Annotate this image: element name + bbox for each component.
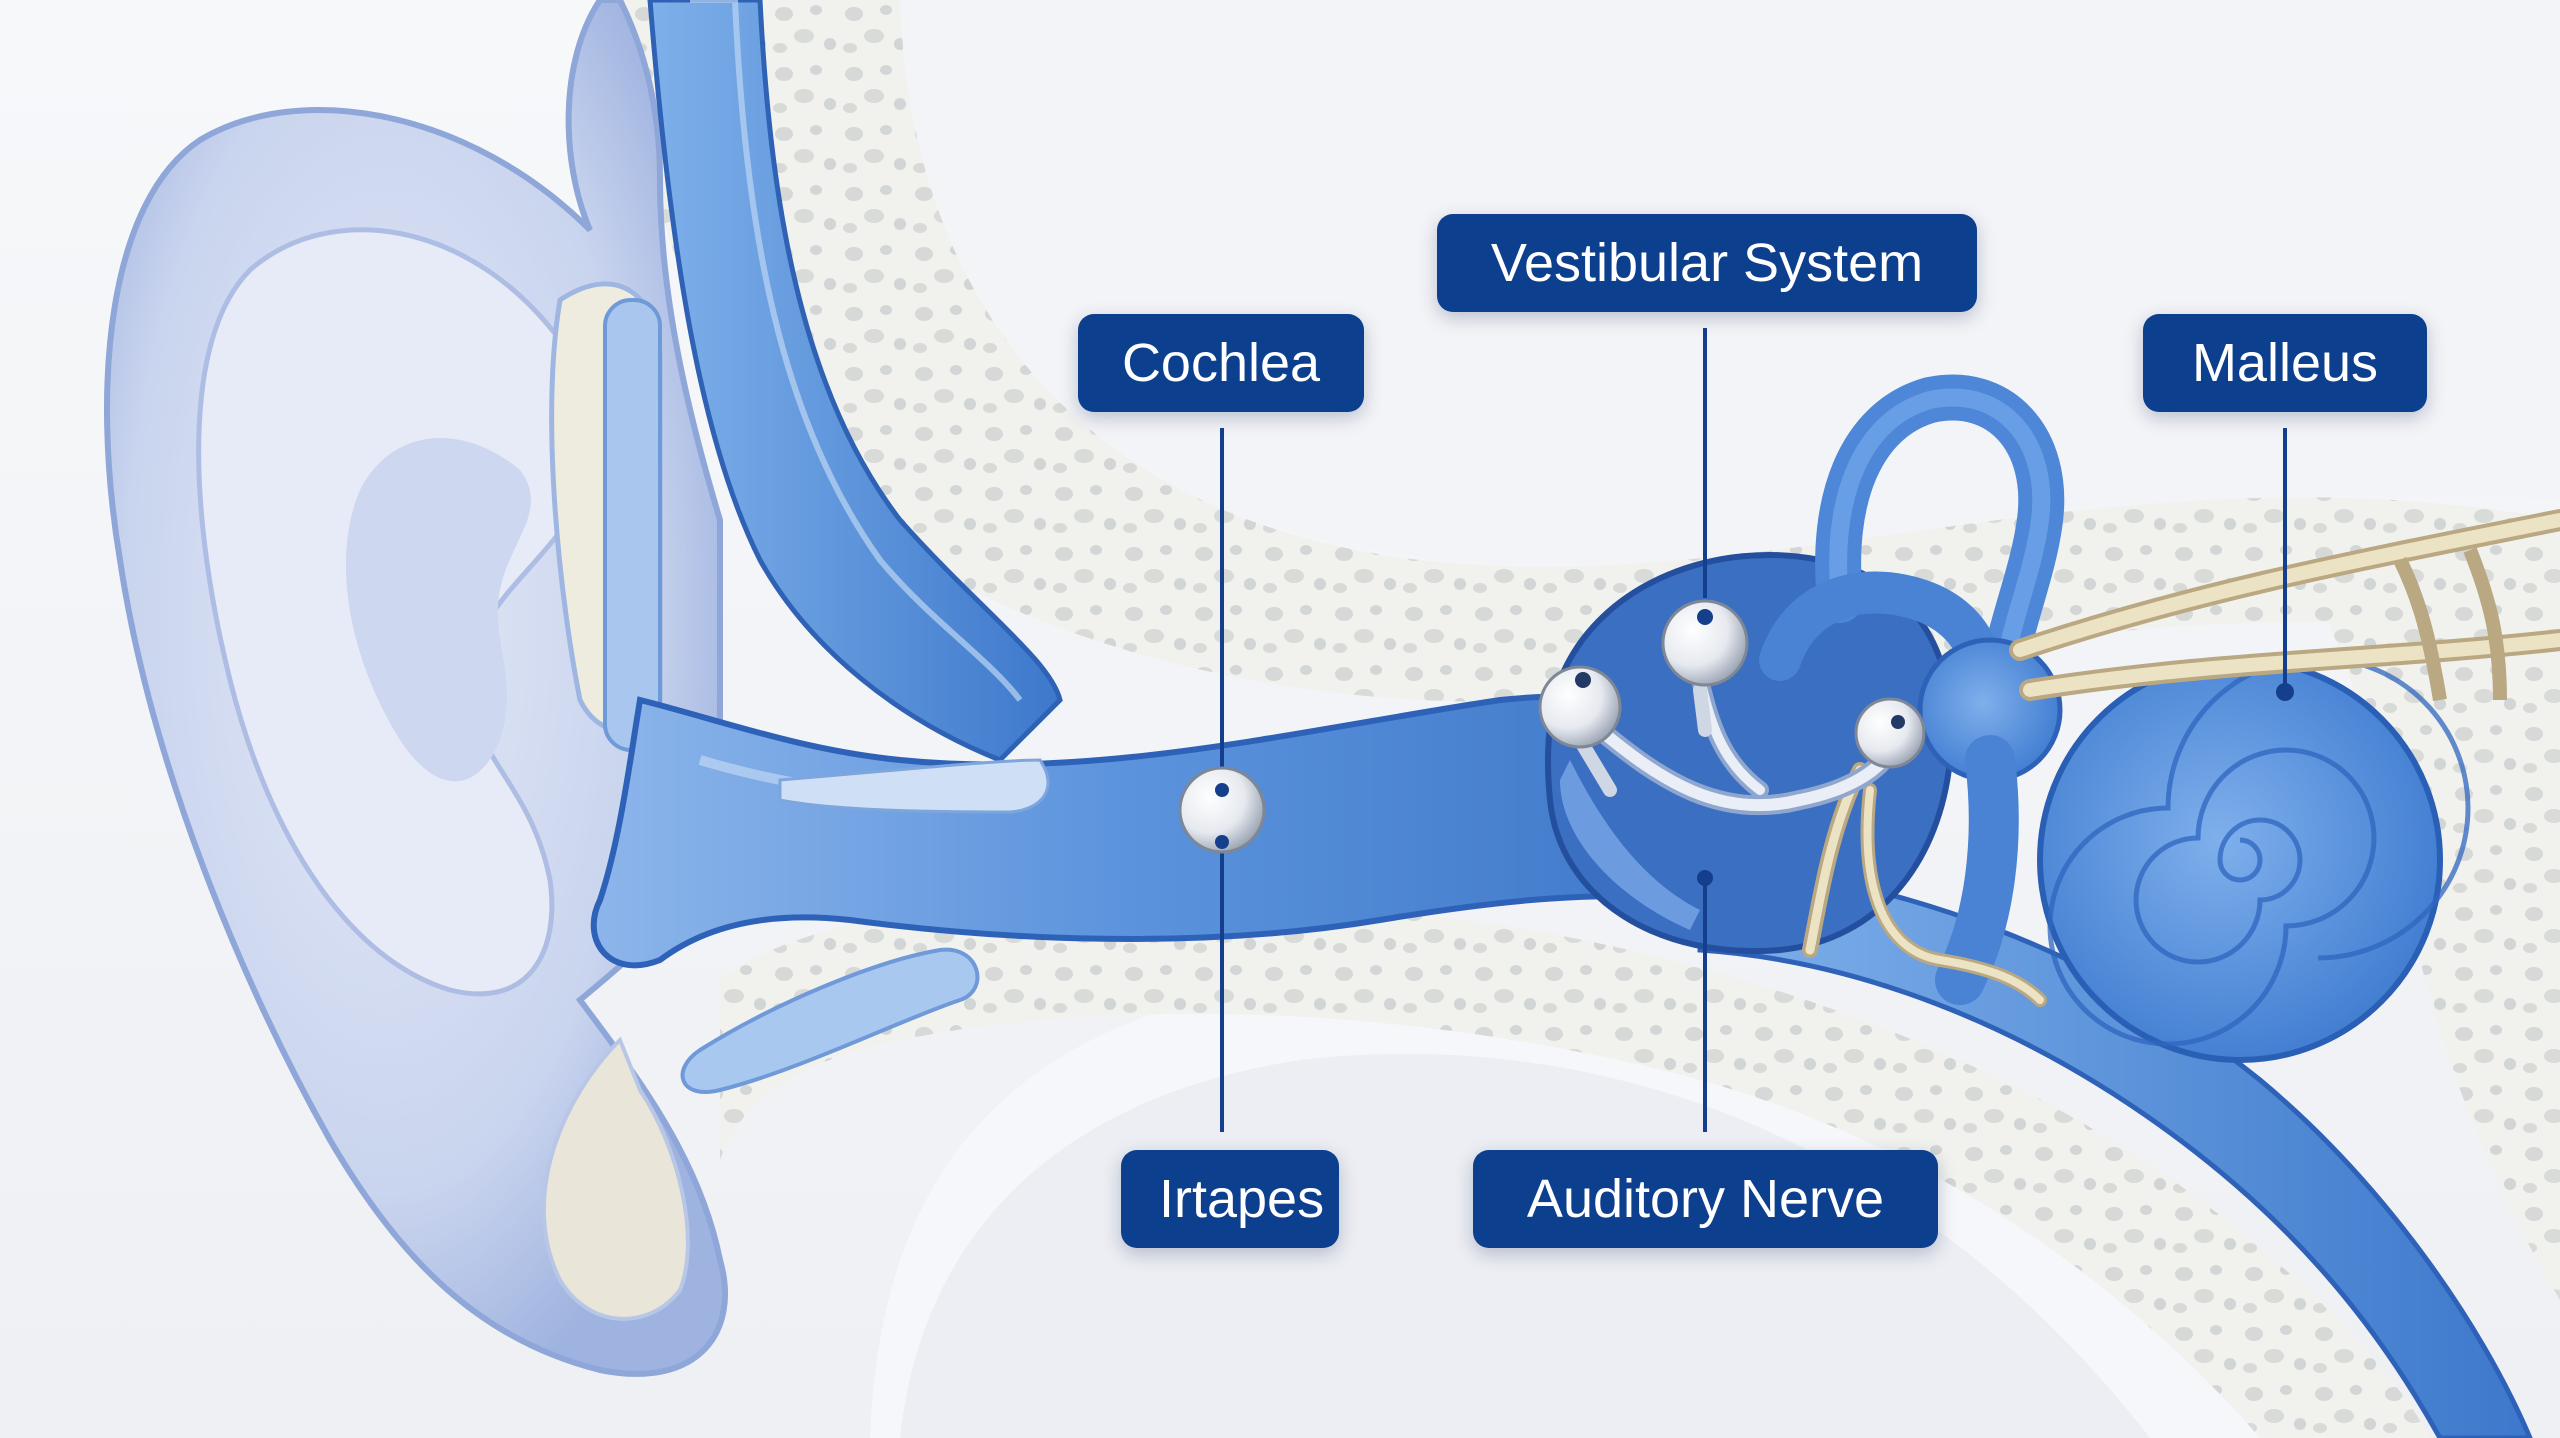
label-auditory-nerve: Auditory Nerve: [1473, 1150, 1938, 1248]
label-vestibular-system: Vestibular System: [1437, 214, 1977, 312]
label-cochlea: Cochlea: [1078, 314, 1364, 412]
label-malleus: Malleus: [2143, 314, 2427, 412]
label-irtapes: Irtapes: [1121, 1150, 1339, 1248]
